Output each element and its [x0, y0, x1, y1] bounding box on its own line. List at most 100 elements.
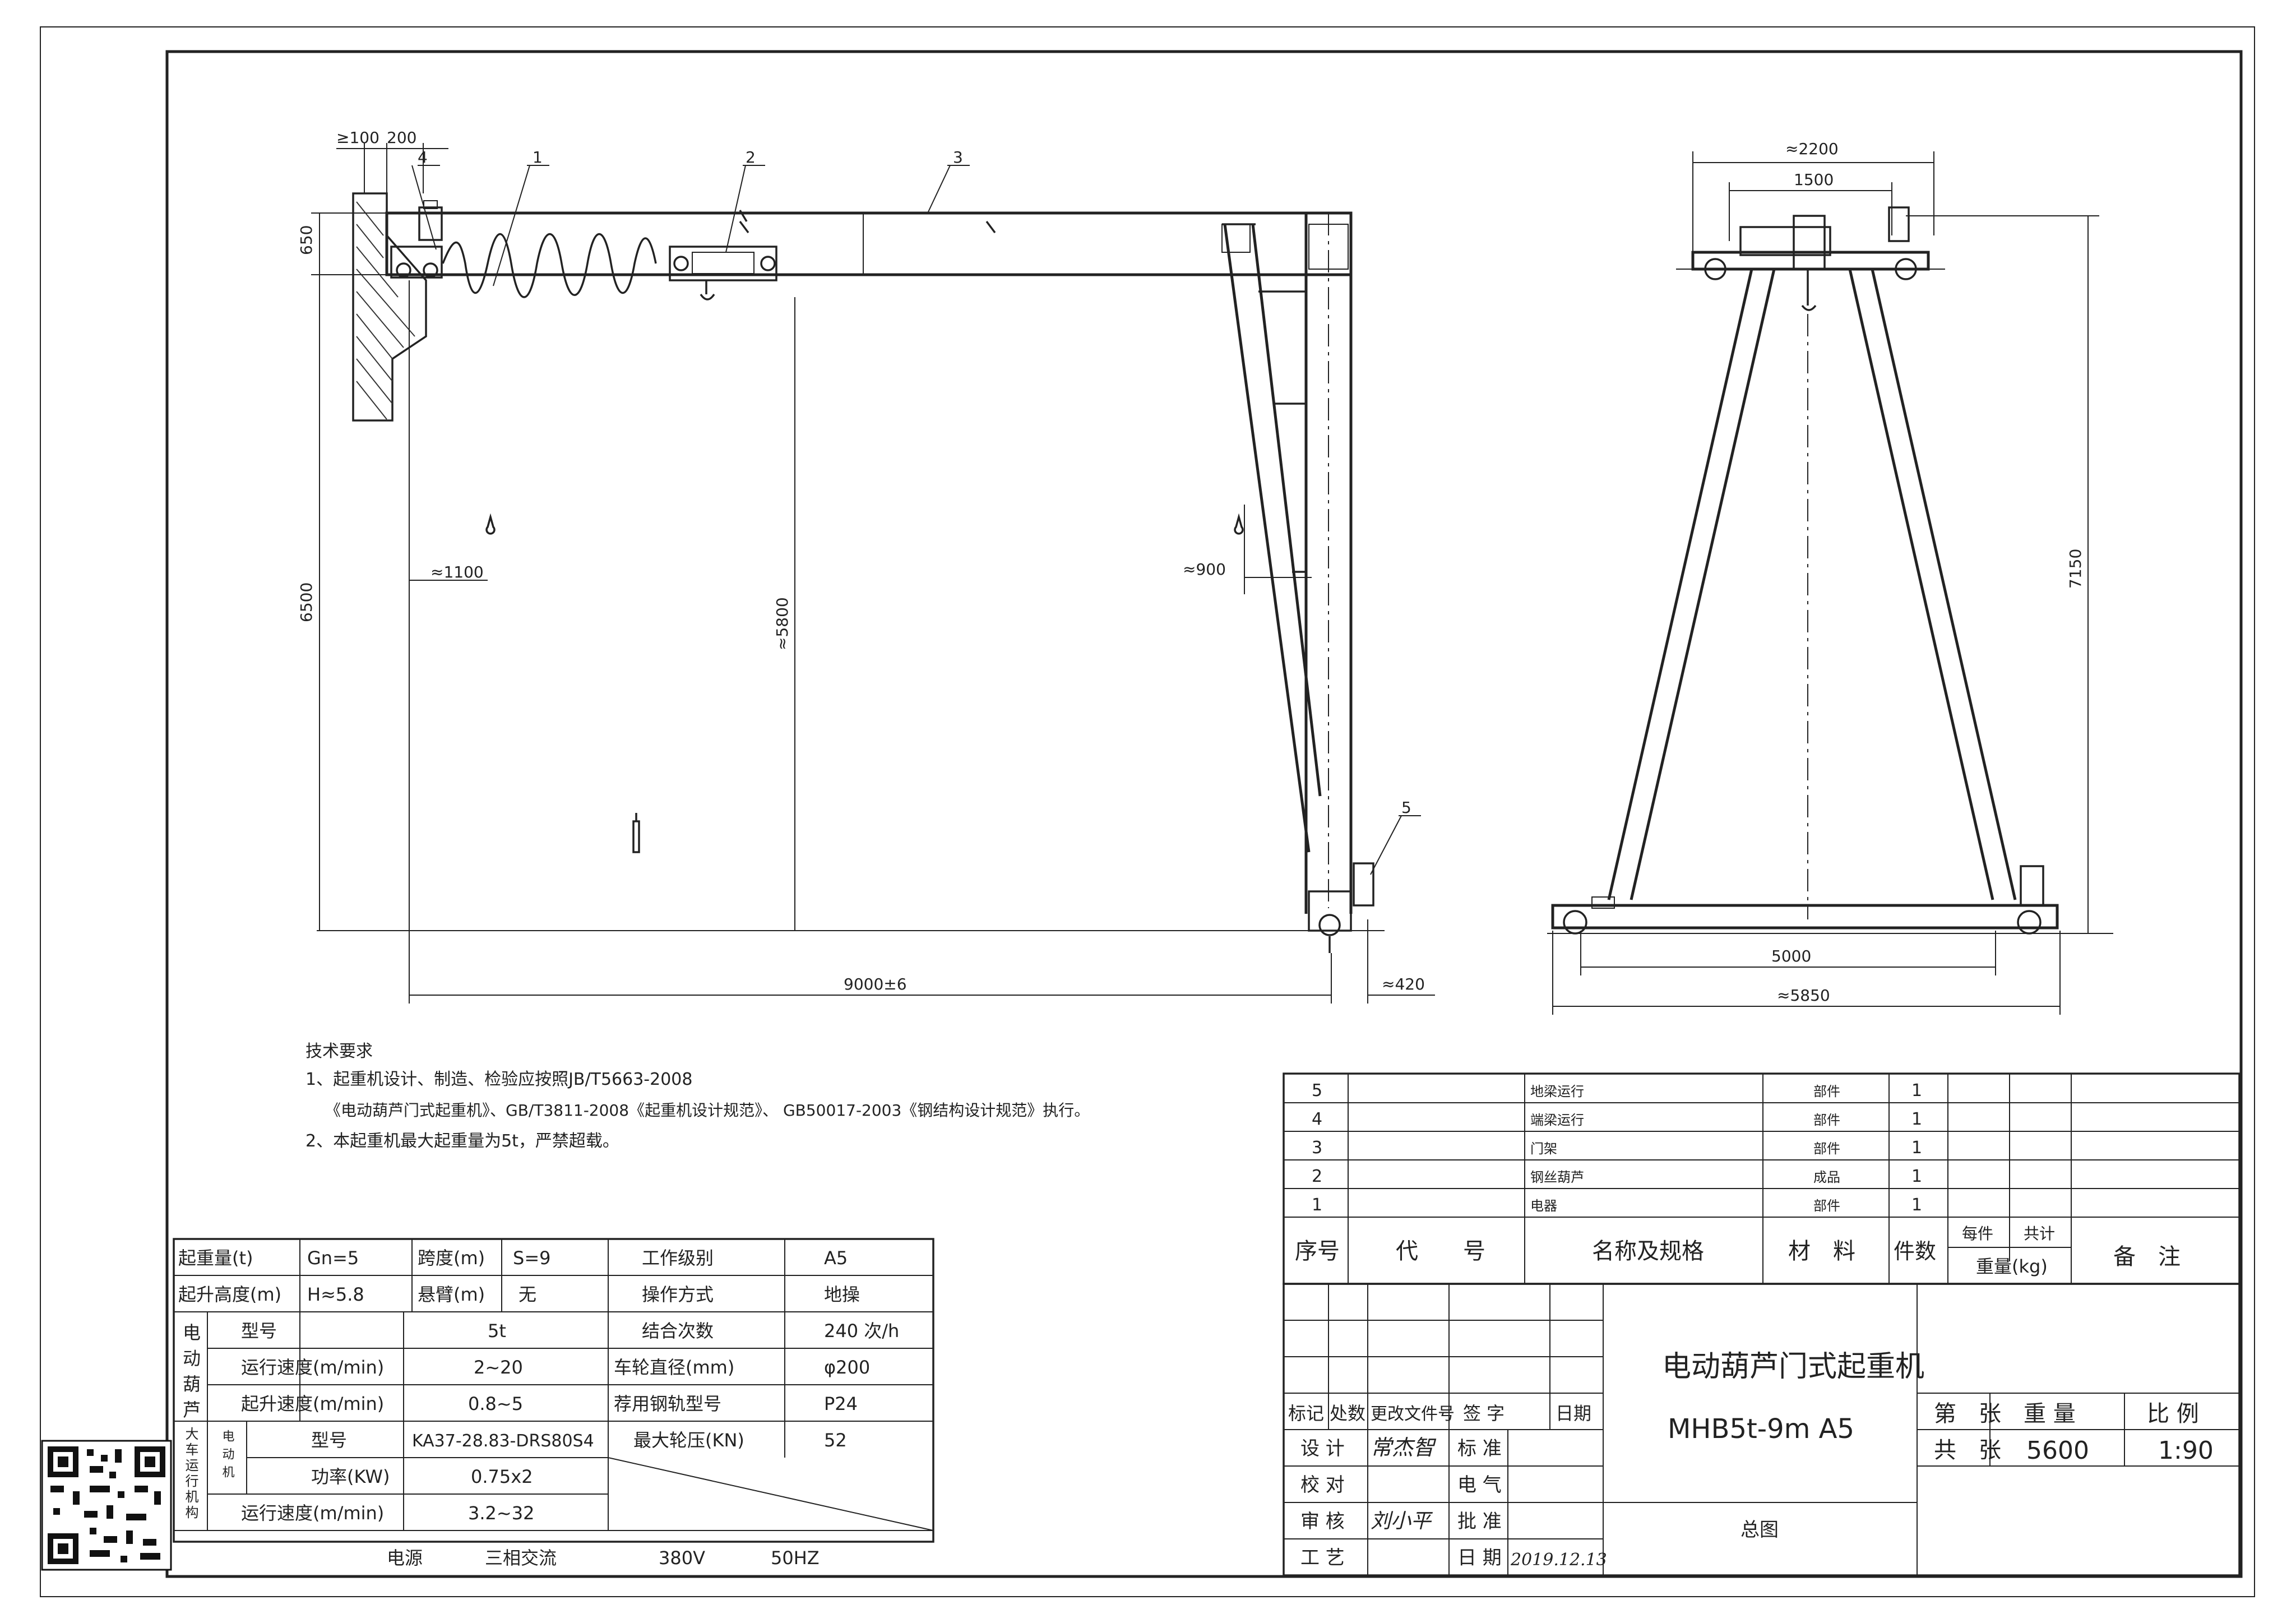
bom-r4-no: 2 — [1312, 1167, 1322, 1186]
rev-h-count: 处数 — [1330, 1403, 1365, 1424]
bom-r5-mat: 部件 — [1813, 1198, 1840, 1214]
bom-r1-qty: 1 — [1911, 1081, 1922, 1101]
param-hoist-r3-c4: P24 — [824, 1393, 858, 1414]
param-r1-c2: Gn=5 — [307, 1247, 359, 1269]
bom-r3-name: 门架 — [1530, 1141, 1557, 1157]
dim-5850: ≈5850 — [1777, 986, 1830, 1005]
title-block: 标记 处数 更改文件号 签 字 日期 设 计 常杰智 标 准 校 对 电 气 审… — [1283, 1283, 2241, 1576]
bom-r4-name: 钢丝葫芦 — [1530, 1169, 1584, 1185]
sign-r2-left: 校 对 — [1300, 1474, 1345, 1496]
param-travel-group: 大车运行机构 — [183, 1427, 198, 1521]
param-travel-r3-c2: 3.2~32 — [468, 1502, 534, 1524]
front-elevation-view: ≥100 200 650 6500 ≈1100 ≈5800 ≈900 9000±… — [297, 128, 1435, 1004]
bom-r2-name: 端梁运行 — [1530, 1112, 1584, 1128]
outer-frame — [40, 26, 2255, 1597]
side-elevation-view: ≈2200 1500 7150 5000 ≈5850 — [1547, 140, 2113, 1015]
param-power-label: 电源 — [387, 1547, 423, 1569]
balloon-leaders — [411, 165, 1421, 875]
inner-frame — [165, 50, 2243, 1578]
rev-h-mark: 标记 — [1288, 1403, 1324, 1424]
param-r1-c4: S=9 — [513, 1247, 550, 1269]
param-hoist-r2-c3: 车轮直径(mm) — [614, 1357, 734, 1378]
param-travel-r3-c1: 运行速度(m/min) — [241, 1502, 384, 1524]
ground-travel-mechanism — [1308, 862, 1374, 953]
param-hoist-r3-c3: 荐用钢轨型号 — [614, 1393, 721, 1414]
param-hoist-r3-c2: 0.8~5 — [468, 1393, 523, 1414]
scale-value: 1:90 — [2158, 1436, 2214, 1465]
bom-r4-qty: 1 — [1911, 1167, 1922, 1186]
front-dimensions — [311, 143, 1435, 1004]
inclined-leg — [1221, 223, 1322, 853]
parameter-table: 起重量(t) Gn=5 跨度(m) S=9 工作级别 A5 起升高度(m) H≈… — [173, 1238, 934, 1569]
bom-r3-mat: 部件 — [1813, 1141, 1840, 1157]
param-r1-c1: 起重量(t) — [178, 1247, 253, 1269]
tech-line-2: 《电动葫芦门式起重机》、GB/T3811-2008《起重机设计规范》、 GB50… — [325, 1101, 1090, 1120]
dim-420: ≈420 — [1382, 975, 1425, 993]
param-motor-group: 电动机 — [220, 1430, 235, 1483]
param-power-freq: 50HZ — [771, 1547, 820, 1569]
dim-ge100: ≥100 — [336, 128, 379, 147]
param-r1-c5: 工作级别 — [642, 1247, 714, 1269]
bom-table: 5 地梁运行 部件 1 4 端梁运行 部件 1 3 门架 部件 1 2 钢丝葫芦… — [1283, 1072, 2241, 1285]
scale-label: 比 例 — [2147, 1401, 2199, 1427]
param-r2-c2: H≈5.8 — [307, 1284, 364, 1305]
dim-1500: 1500 — [1794, 170, 1834, 189]
param-r2-c4: 无 — [519, 1284, 536, 1305]
param-hoist-r3-c1: 起升速度(m/min) — [241, 1393, 384, 1414]
sign-r3-right: 批 准 — [1457, 1510, 1502, 1533]
bom-h-code: 代 号 — [1396, 1238, 1485, 1264]
bom-r2-no: 4 — [1312, 1109, 1322, 1129]
weight-label: 重 量 — [2024, 1401, 2076, 1427]
param-travel-r1-c2: KA37-28.83-DRS80S4 — [412, 1431, 594, 1451]
balloon-4: 4 — [418, 148, 428, 167]
sign-r1-right: 标 准 — [1457, 1437, 1502, 1460]
dim-7150: 7150 — [2066, 549, 2085, 589]
bom-r5-qty: 1 — [1911, 1195, 1922, 1215]
dim-5000: 5000 — [1771, 947, 1811, 965]
drawing-name: 总图 — [1740, 1519, 1779, 1541]
sign-r2-right: 电 气 — [1457, 1474, 1502, 1496]
tech-line-3: 2、本起重机最大起重量为5t，严禁超载。 — [305, 1131, 619, 1151]
bom-r2-mat: 部件 — [1813, 1112, 1840, 1128]
bom-h-material: 材 料 — [1788, 1238, 1855, 1264]
param-r1-c3: 跨度(m) — [418, 1247, 485, 1269]
param-hoist-r1-c4: 240 次/h — [824, 1320, 899, 1342]
bom-r3-qty: 1 — [1911, 1138, 1922, 1158]
dim-9000: 9000±6 — [844, 975, 907, 993]
param-travel-r2-c2: 0.75x2 — [471, 1466, 533, 1487]
dim-900: ≈900 — [1183, 560, 1226, 579]
product-name: 电动葫芦门式起重机 — [1662, 1350, 1924, 1384]
product-model: MHB5t-9m A5 — [1668, 1413, 1854, 1445]
tech-heading: 技术要求 — [305, 1042, 373, 1061]
param-hoist-r2-c1: 运行速度(m/min) — [241, 1357, 384, 1378]
dim-1100: ≈1100 — [430, 563, 484, 581]
wall-hatch — [352, 192, 427, 422]
sign-r3-left: 审 核 — [1300, 1510, 1345, 1533]
rigid-leg — [1304, 213, 1353, 914]
param-travel-r1-c3: 最大轮压(KN) — [633, 1430, 744, 1451]
bom-h-remark: 备 注 — [2113, 1244, 2181, 1270]
rev-h-sign: 签 字 — [1463, 1403, 1505, 1424]
rev-h-file: 更改文件号 — [1371, 1404, 1455, 1424]
sign-r4-left: 工 艺 — [1300, 1547, 1345, 1569]
balloon-5: 5 — [1401, 798, 1411, 817]
tech-line-1: 1、起重机设计、制造、检验应按照JB/T5663-2008 — [305, 1070, 692, 1089]
hook-symbols — [485, 513, 1244, 853]
param-travel-r1-c1: 型号 — [311, 1430, 347, 1451]
param-hoist-r1-c1: 型号 — [241, 1320, 277, 1342]
balloon-2: 2 — [746, 148, 756, 167]
param-hoist-r2-c4: φ200 — [824, 1357, 870, 1378]
param-r2-c3: 悬臂(m) — [418, 1284, 485, 1305]
param-r2-c5: 操作方式 — [642, 1284, 714, 1305]
bom-h-total: 共计 — [2024, 1224, 2055, 1243]
total-label: 共 张 — [1934, 1437, 2001, 1463]
bom-r1-no: 5 — [1312, 1081, 1322, 1101]
bom-h-qty: 件数 — [1894, 1239, 1936, 1264]
bom-r5-name: 电器 — [1530, 1198, 1557, 1214]
festoon-cable — [442, 233, 657, 298]
sign-r1-sig: 常杰智 — [1371, 1435, 1437, 1460]
balloon-3: 3 — [953, 148, 963, 167]
bom-r1-name: 地梁运行 — [1530, 1084, 1584, 1099]
dim-2200: ≈2200 — [1785, 140, 1839, 158]
